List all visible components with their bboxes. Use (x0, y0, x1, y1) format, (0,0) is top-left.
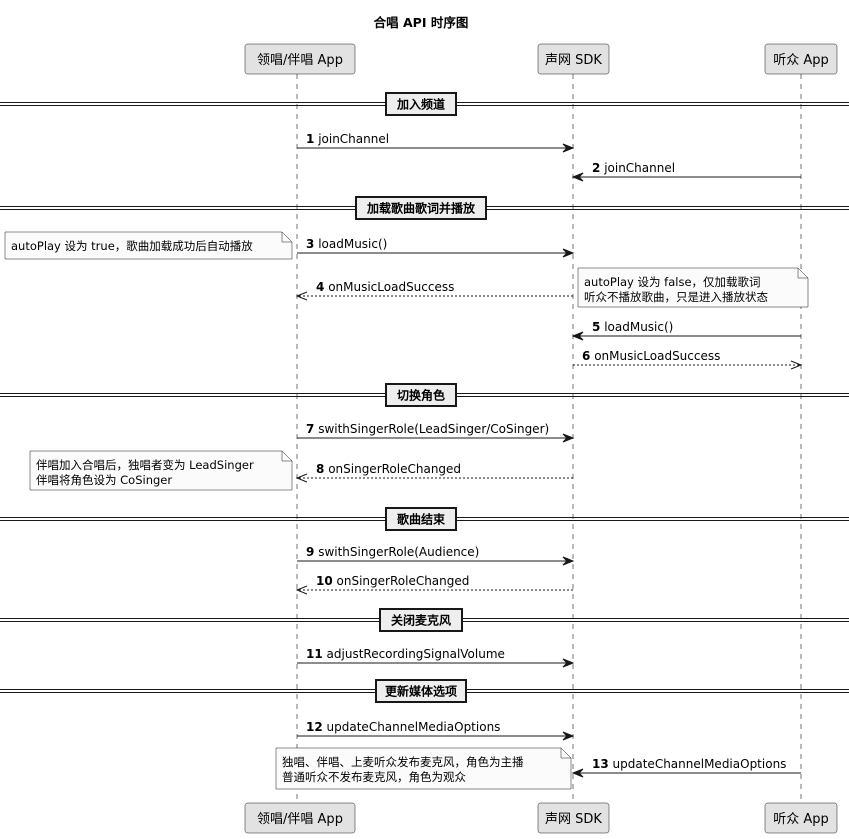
divider-label: 歌曲结束 (397, 512, 446, 527)
participant-label: 听众 App (773, 53, 829, 68)
filled-arrowhead-icon (562, 433, 575, 443)
participant-lead-bottom[interactable]: 领唱/伴唱 App (244, 802, 356, 834)
filled-arrowhead-icon (562, 248, 575, 258)
participant-label: 领唱/伴唱 App (257, 53, 343, 68)
message-label: 10 onSingerRoleChanged (316, 574, 469, 588)
message-12: 12 updateChannelMediaOptions (297, 720, 575, 741)
participant-label: 领唱/伴唱 App (257, 812, 343, 827)
filled-arrowhead-icon (571, 172, 584, 182)
divider-label: 加载歌曲歌词并播放 (366, 201, 476, 216)
divider: 加入频道 (0, 92, 849, 116)
participant-sdk-top[interactable]: 声网 SDK (537, 43, 610, 75)
message-label: 5 loadMusic() (592, 320, 673, 334)
message-13: 13 updateChannelMediaOptions (571, 757, 801, 778)
filled-arrowhead-icon (562, 556, 575, 566)
message-label: 9 swithSingerRole(Audience) (306, 545, 479, 559)
message-1: 1 joinChannel (297, 132, 575, 153)
divider-label: 关闭麦克风 (391, 613, 451, 628)
filled-arrowhead-icon (562, 143, 575, 153)
diagram-title: 合唱 API 时序图 (374, 15, 469, 30)
message-3: 3 loadMusic() (297, 237, 575, 258)
open-arrowhead-icon (295, 291, 308, 301)
open-arrowhead-icon (790, 360, 803, 370)
note-line: 伴唱将角色设为 CoSinger (36, 473, 172, 487)
message-label: 13 updateChannelMediaOptions (592, 757, 786, 771)
filled-arrowhead-icon (571, 768, 584, 778)
note-line: autoPlay 设为 true，歌曲加载成功后自动播放 (11, 239, 253, 253)
message-2: 2 joinChannel (571, 161, 801, 182)
message-8: 8 onSingerRoleChanged (295, 462, 573, 483)
filled-arrowhead-icon (562, 658, 575, 668)
note-fold-icon (281, 232, 292, 243)
note-line: 伴唱加入合唱后，独唱者变为 LeadSinger (36, 458, 254, 472)
message-label: 12 updateChannelMediaOptions (306, 720, 500, 734)
participant-sdk-bottom[interactable]: 声网 SDK (537, 802, 610, 834)
participant-aud-top[interactable]: 听众 App (764, 43, 838, 75)
message-label: 11 adjustRecordingSignalVolume (306, 647, 505, 661)
open-arrowhead-icon (295, 585, 308, 595)
message-label: 1 joinChannel (306, 132, 389, 146)
divider: 加载歌曲歌词并播放 (0, 196, 849, 220)
participant-label: 听众 App (773, 812, 829, 827)
note-line: autoPlay 设为 false，仅加载歌词 (584, 275, 761, 289)
participant-lead-top[interactable]: 领唱/伴唱 App (244, 43, 356, 75)
participant-aud-bottom[interactable]: 听众 App (764, 802, 838, 834)
message-label: 7 swithSingerRole(LeadSinger/CoSinger) (306, 422, 549, 436)
message-7: 7 swithSingerRole(LeadSinger/CoSinger) (297, 422, 575, 443)
divider: 更新媒体选项 (0, 679, 849, 703)
participant-label: 声网 SDK (545, 53, 602, 68)
message-label: 6 onMusicLoadSuccess (582, 349, 720, 363)
open-arrowhead-icon (295, 473, 308, 483)
note: autoPlay 设为 true，歌曲加载成功后自动播放 (4, 231, 293, 260)
participant-label: 声网 SDK (545, 812, 602, 827)
divider-label: 加入频道 (396, 97, 445, 112)
filled-arrowhead-icon (571, 331, 584, 341)
divider: 切换角色 (0, 383, 849, 407)
message-label: 2 joinChannel (592, 161, 675, 175)
note-line: 听众不播放歌曲，只是进入播放状态 (584, 290, 768, 304)
message-5: 5 loadMusic() (571, 320, 801, 341)
note-fold-icon (797, 268, 808, 279)
divider-label: 更新媒体选项 (385, 684, 457, 699)
message-4: 4 onMusicLoadSuccess (295, 280, 573, 301)
divider-label: 切换角色 (397, 388, 445, 403)
message-10: 10 onSingerRoleChanged (295, 574, 573, 595)
filled-arrowhead-icon (562, 731, 575, 741)
note-fold-icon (281, 451, 292, 462)
message-label: 8 onSingerRoleChanged (316, 462, 461, 476)
note-line: 普通听众不发布麦克风，角色为观众 (282, 770, 466, 784)
divider: 歌曲结束 (0, 507, 849, 531)
message-9: 9 swithSingerRole(Audience) (297, 545, 575, 566)
message-label: 3 loadMusic() (306, 237, 387, 251)
message-11: 11 adjustRecordingSignalVolume (297, 647, 575, 668)
divider: 关闭麦克风 (0, 608, 849, 632)
note-line: 独唱、伴唱、上麦听众发布麦克风，角色为主播 (282, 755, 524, 769)
message-label: 4 onMusicLoadSuccess (316, 280, 454, 294)
note-fold-icon (560, 748, 571, 759)
message-6: 6 onMusicLoadSuccess (573, 349, 803, 370)
